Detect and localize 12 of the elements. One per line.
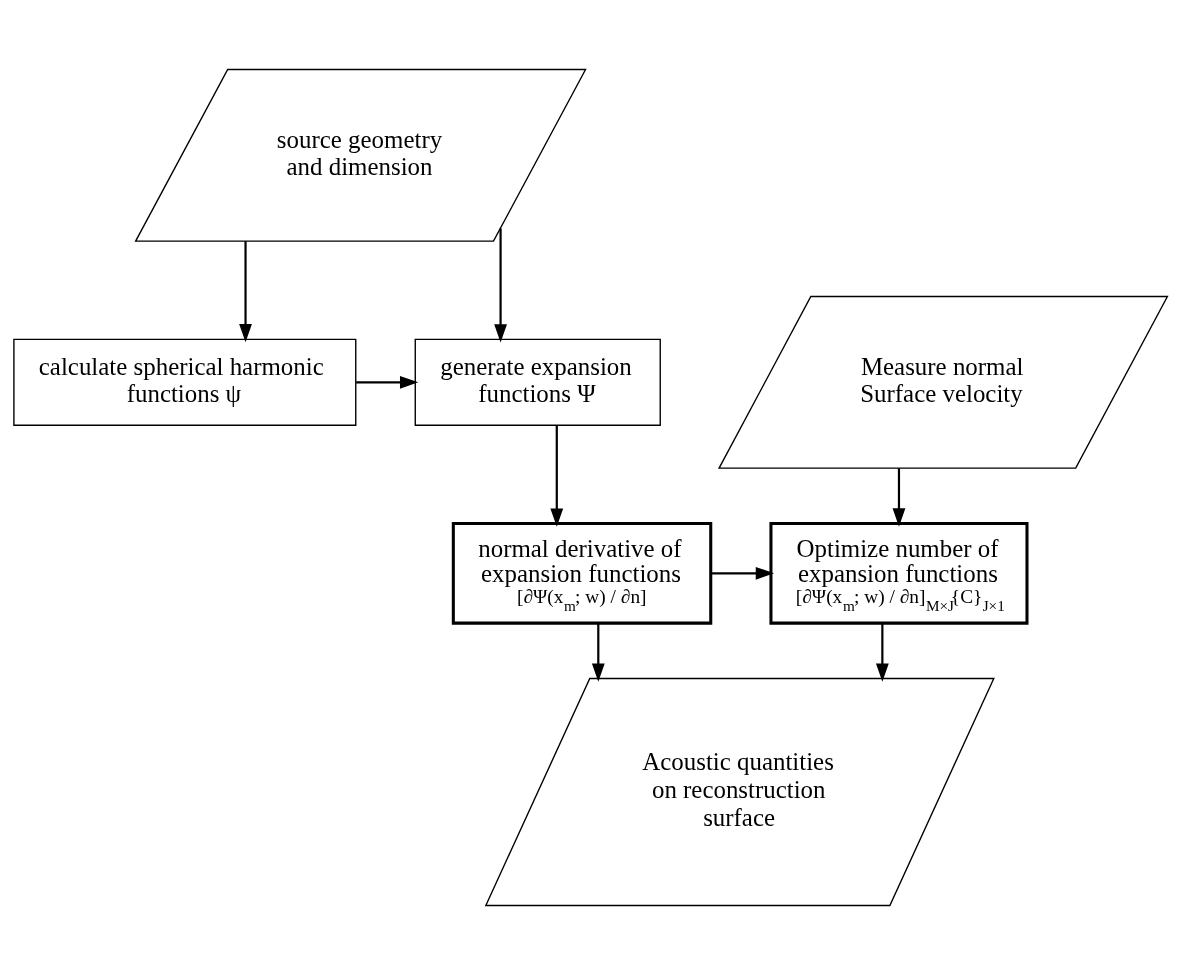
arrow	[875, 623, 889, 682]
arrow	[239, 240, 252, 342]
node-box: generate expansion functions Ψ	[414, 338, 661, 426]
arrow	[591, 623, 605, 682]
arrow	[710, 566, 775, 580]
arrow	[550, 425, 564, 527]
arrow	[892, 467, 906, 527]
arrow	[494, 227, 507, 342]
node-box: Optimize number of expansion functions [∂Ψ(x⃗$_{m}$; w) / ∂n]$_{M×J}${C}$_{J×1}$	[769, 521, 1029, 625]
node-box: normal derivative of expansion functions [∂Ψ(x⃗$_{m}$; w) / ∂n]	[451, 521, 713, 625]
node-box: calculate spherical harmonic functions ψ	[13, 338, 357, 426]
arrow	[356, 375, 419, 389]
